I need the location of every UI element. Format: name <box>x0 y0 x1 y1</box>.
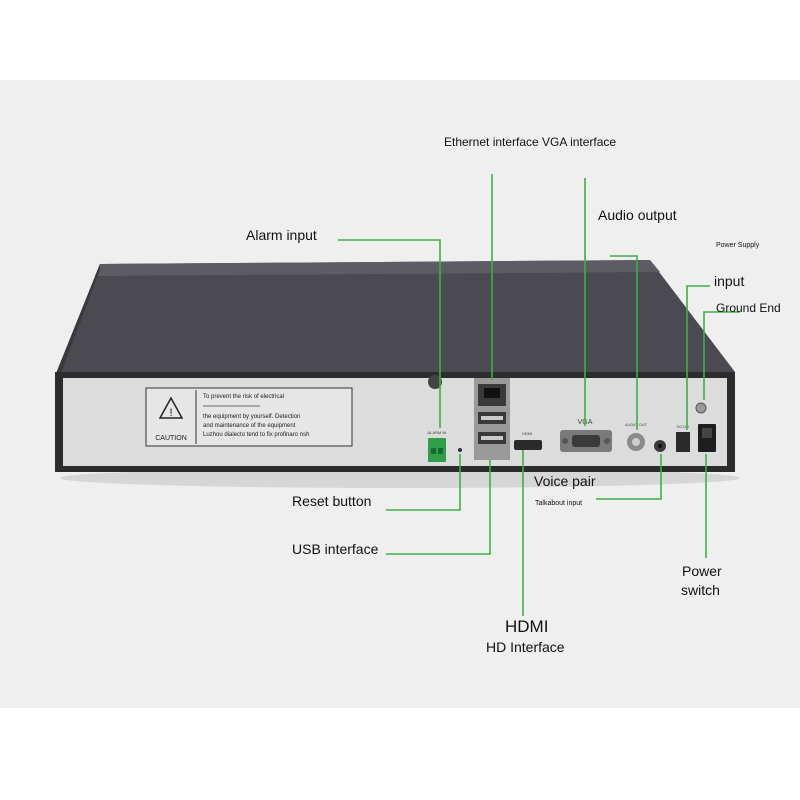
label-power-supply: Power Supply <box>716 242 760 249</box>
caution-line1: To prevent the risk of electrical <box>203 394 284 400</box>
voice-leader <box>596 454 662 500</box>
usb-leader <box>386 460 491 555</box>
ground-screw <box>695 402 707 414</box>
reset-hole <box>458 448 462 452</box>
device-top-surface <box>55 260 735 376</box>
caution-sticker <box>145 387 353 447</box>
diagram-stage: ! CAUTION To prevent the risk of electri… <box>0 80 800 708</box>
label-voice-pair: Voice pair <box>534 473 596 489</box>
label-ground-end: Ground End <box>716 301 781 315</box>
leader-lines <box>338 174 740 616</box>
label-hdmi: HDMI <box>505 617 549 636</box>
label-reset-button: Reset button <box>292 493 372 509</box>
label-audio-output: Audio output <box>598 207 677 223</box>
warning-triangle-icon <box>158 396 184 419</box>
alarm-terminal-block <box>428 438 446 462</box>
dc-power-jack <box>676 432 690 452</box>
label-alarm-input: Alarm input <box>246 227 317 243</box>
label-power: Power <box>682 563 722 579</box>
caution-line4: and maintenance of the equipment <box>203 423 296 429</box>
dc-port-label: DC12V <box>677 424 690 429</box>
label-ethernet-vga: Ethernet interface VGA interface <box>444 135 617 149</box>
ground-leader <box>703 311 740 400</box>
reset-leader <box>386 454 461 511</box>
caution-line5: Luzhou dialecto tend to fix profinaro ns… <box>203 432 309 438</box>
device-shadow <box>60 468 740 488</box>
caution-line3: the equipment by yourself. Detection <box>203 414 300 420</box>
hdmi-port-label: HDMI <box>522 431 532 436</box>
caution-word: CAUTION <box>155 435 187 442</box>
label-switch: switch <box>681 582 720 598</box>
power-input-leader <box>686 285 710 430</box>
label-talkabout-input: Talkabout input <box>535 500 583 507</box>
alarm-port-label: ALARM IN <box>428 430 447 435</box>
audio-leader <box>610 255 638 430</box>
alarm-leader <box>338 239 441 428</box>
screw <box>428 375 442 389</box>
device-illustration: ! CAUTION To prevent the risk of electri… <box>55 174 740 616</box>
svg-text:!: ! <box>169 407 172 419</box>
label-power-input: input <box>714 273 745 289</box>
hdmi-port <box>514 440 542 450</box>
label-usb-interface: USB interface <box>292 541 379 557</box>
label-hd-interface: HD Interface <box>486 639 565 655</box>
